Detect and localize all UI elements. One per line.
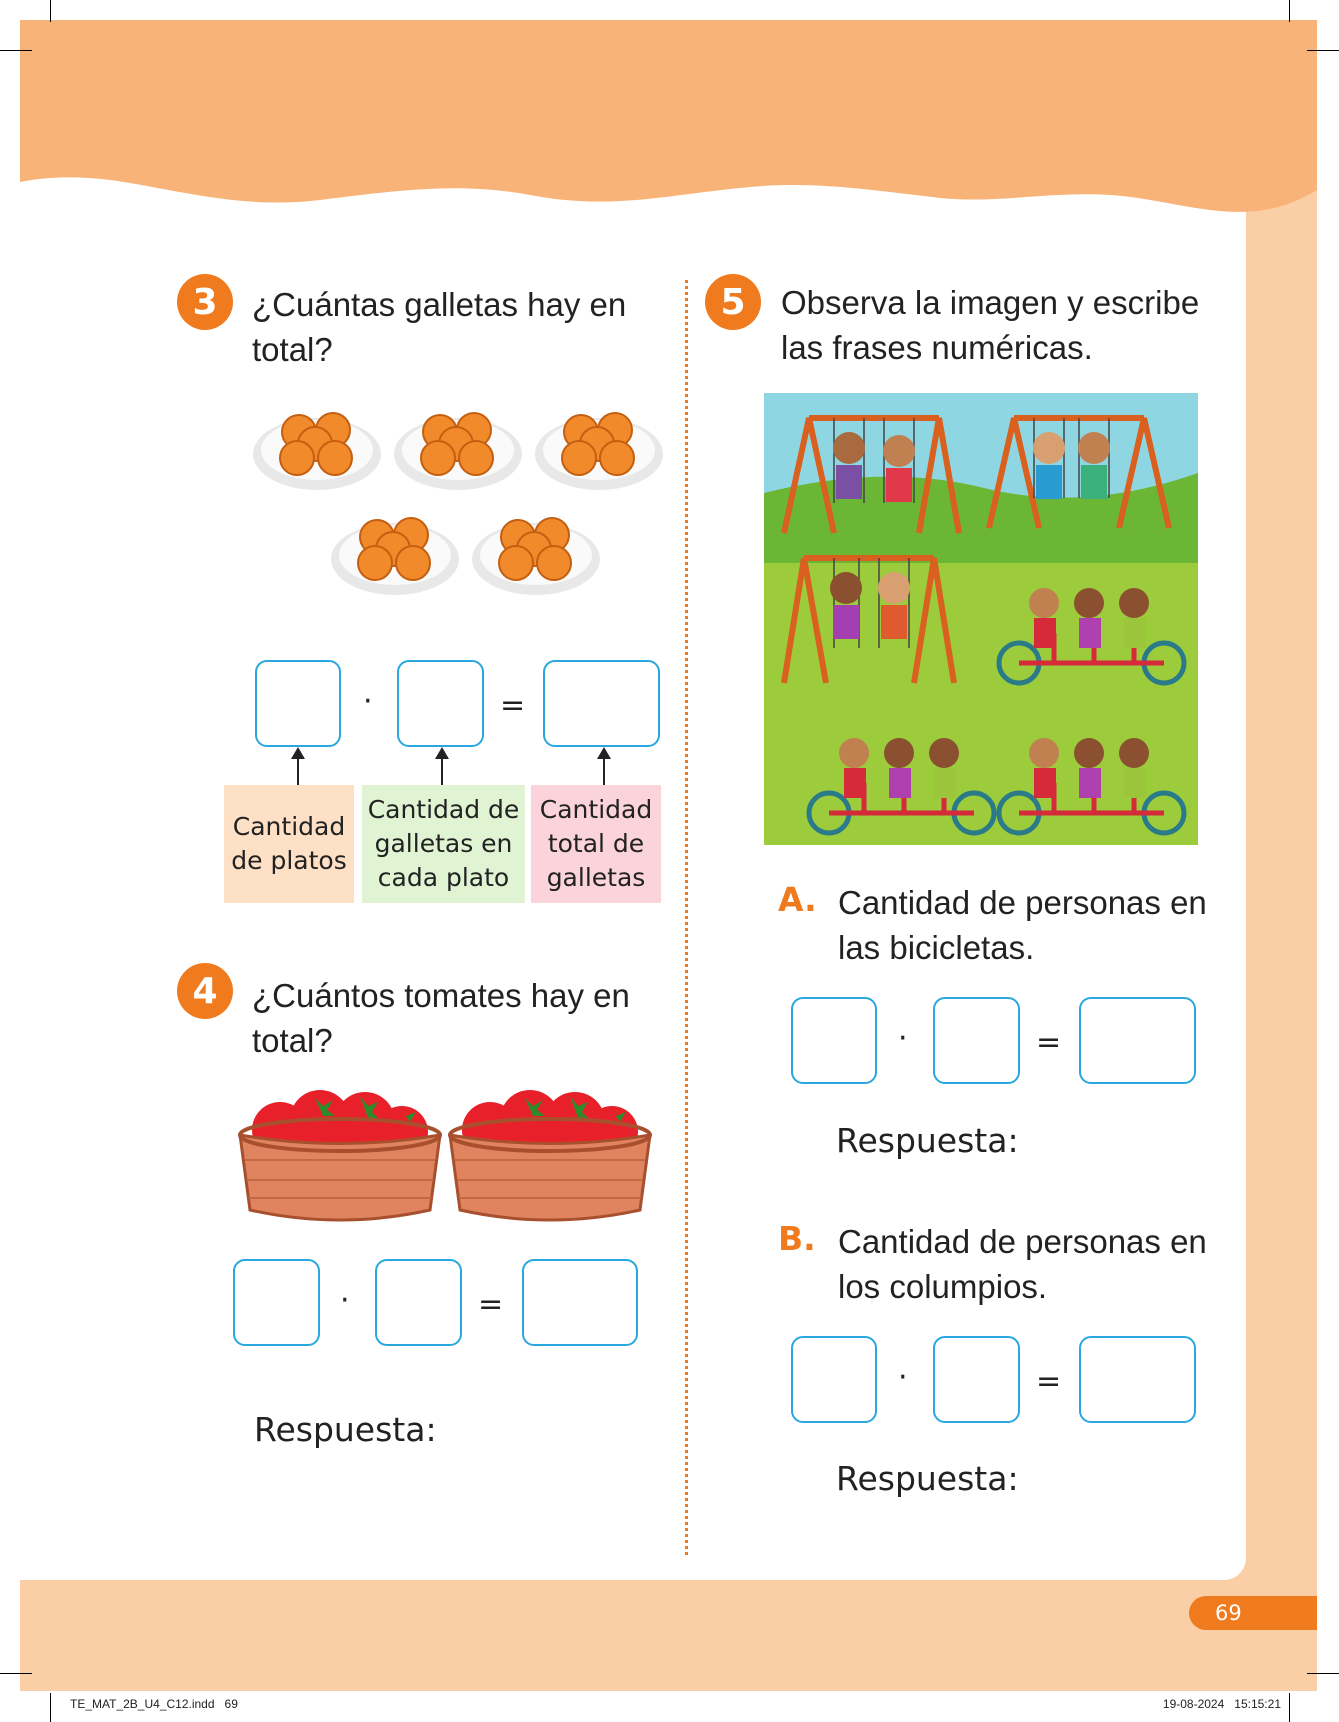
label-total-cookies: Cantidad total de galletas bbox=[531, 785, 661, 903]
crop-mark bbox=[0, 1673, 32, 1674]
plates-count-input[interactable] bbox=[255, 660, 341, 747]
cookies-per-plate-input[interactable] bbox=[397, 660, 484, 747]
footer-timestamp: 19-08-2024 15:15:21 bbox=[1162, 1697, 1281, 1711]
bikes-count-input[interactable] bbox=[791, 997, 877, 1084]
equals-sign: = bbox=[478, 1287, 504, 1322]
multiply-sign: · bbox=[898, 1021, 908, 1056]
label-plates: Cantidad de platos bbox=[224, 785, 354, 903]
total-swing-people-input[interactable] bbox=[1079, 1336, 1196, 1423]
crop-mark bbox=[50, 1693, 51, 1722]
subquestion-letter-b: B. bbox=[778, 1219, 816, 1258]
question-number-badge: 4 bbox=[177, 963, 233, 1019]
multiply-sign: · bbox=[898, 1360, 908, 1395]
crop-mark bbox=[1289, 0, 1290, 22]
crop-mark bbox=[1307, 50, 1339, 51]
crop-mark bbox=[1289, 1693, 1290, 1722]
people-per-swing-input[interactable] bbox=[933, 1336, 1020, 1423]
total-cookies-input[interactable] bbox=[543, 660, 660, 747]
baskets-count-input[interactable] bbox=[233, 1259, 320, 1346]
arrow-up-icon bbox=[597, 747, 611, 787]
page-number: 69 bbox=[1215, 1601, 1242, 1625]
page-number-tab: 69 bbox=[1189, 1596, 1317, 1630]
top-wave-band bbox=[20, 20, 1317, 212]
question-text: ¿Cuántos tomates hay en total? bbox=[252, 977, 630, 1059]
subquestion-text-a: Cantidad de personas en las bicicletas. bbox=[838, 884, 1207, 966]
answer-label: Respuesta: bbox=[254, 1410, 437, 1449]
bottom-band bbox=[20, 1560, 1317, 1691]
answer-label: Respuesta: bbox=[836, 1459, 1019, 1498]
crop-mark bbox=[0, 50, 32, 51]
multiply-sign: · bbox=[340, 1283, 350, 1318]
people-per-bike-input[interactable] bbox=[933, 997, 1020, 1084]
question-number-badge: 3 bbox=[177, 274, 233, 330]
cookie-plates-illustration bbox=[252, 412, 664, 596]
answer-label: Respuesta: bbox=[836, 1121, 1019, 1160]
subquestion-text-b: Cantidad de personas en los columpios. bbox=[838, 1223, 1207, 1305]
footer-filename: TE_MAT_2B_U4_C12.indd 69 bbox=[70, 1697, 238, 1711]
total-bike-people-input[interactable] bbox=[1079, 997, 1196, 1084]
tomato-baskets-illustration bbox=[238, 1090, 652, 1222]
right-margin-strip bbox=[1246, 20, 1317, 1620]
crop-mark bbox=[1307, 1673, 1339, 1674]
crop-mark bbox=[50, 0, 51, 22]
multiply-sign: · bbox=[363, 684, 373, 719]
equals-sign: = bbox=[1036, 1364, 1062, 1399]
equals-sign: = bbox=[1036, 1025, 1062, 1060]
subquestion-letter-a: A. bbox=[778, 880, 817, 919]
arrow-up-icon bbox=[435, 747, 449, 787]
arrow-up-icon bbox=[291, 747, 305, 787]
question-text: Observa la imagen y escribe las frases n… bbox=[781, 284, 1200, 366]
question-number-badge: 5 bbox=[705, 274, 761, 330]
label-cookies-per-plate: Cantidad de galletas en cada plato bbox=[362, 785, 525, 903]
question-text: ¿Cuántas galletas hay en total? bbox=[252, 286, 627, 368]
column-divider bbox=[685, 280, 688, 1555]
total-tomatoes-input[interactable] bbox=[522, 1259, 638, 1346]
swings-count-input[interactable] bbox=[791, 1336, 877, 1423]
tomatoes-per-basket-input[interactable] bbox=[375, 1259, 462, 1346]
equals-sign: = bbox=[500, 688, 526, 723]
playground-illustration bbox=[764, 393, 1198, 845]
